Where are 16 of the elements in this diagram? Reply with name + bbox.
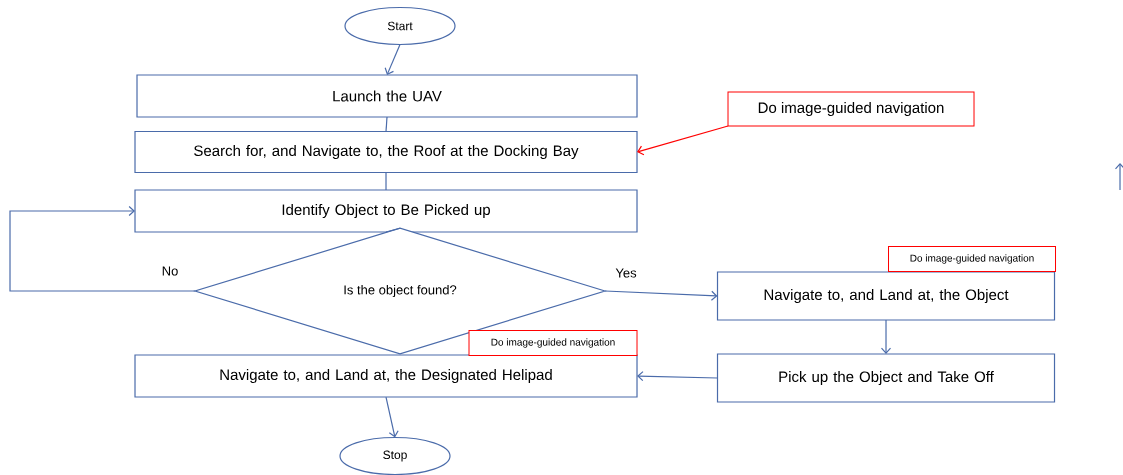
note-box: Do image-guided navigation	[888, 246, 1056, 272]
process-box: Launch the UAV	[136, 74, 638, 118]
arrow	[604, 290, 718, 301]
note-box: Do image-guided navigation	[468, 330, 638, 356]
arrow	[9, 205, 196, 292]
process-box: Pick up the Object and Take Off	[716, 353, 1056, 403]
note-box: Do image-guided navigation	[727, 91, 975, 127]
arrow	[385, 396, 399, 438]
edge-label: No	[160, 265, 180, 277]
arrow	[637, 125, 729, 156]
process-box: Search for, and Navigate to, the Roof at the Docking Bay	[134, 130, 638, 174]
arrow	[384, 43, 401, 75]
arrow	[637, 371, 719, 382]
edge-label: Yes	[614, 267, 638, 279]
arrow	[880, 319, 892, 354]
process-box: Identify Object to Be Picked up	[134, 189, 638, 233]
